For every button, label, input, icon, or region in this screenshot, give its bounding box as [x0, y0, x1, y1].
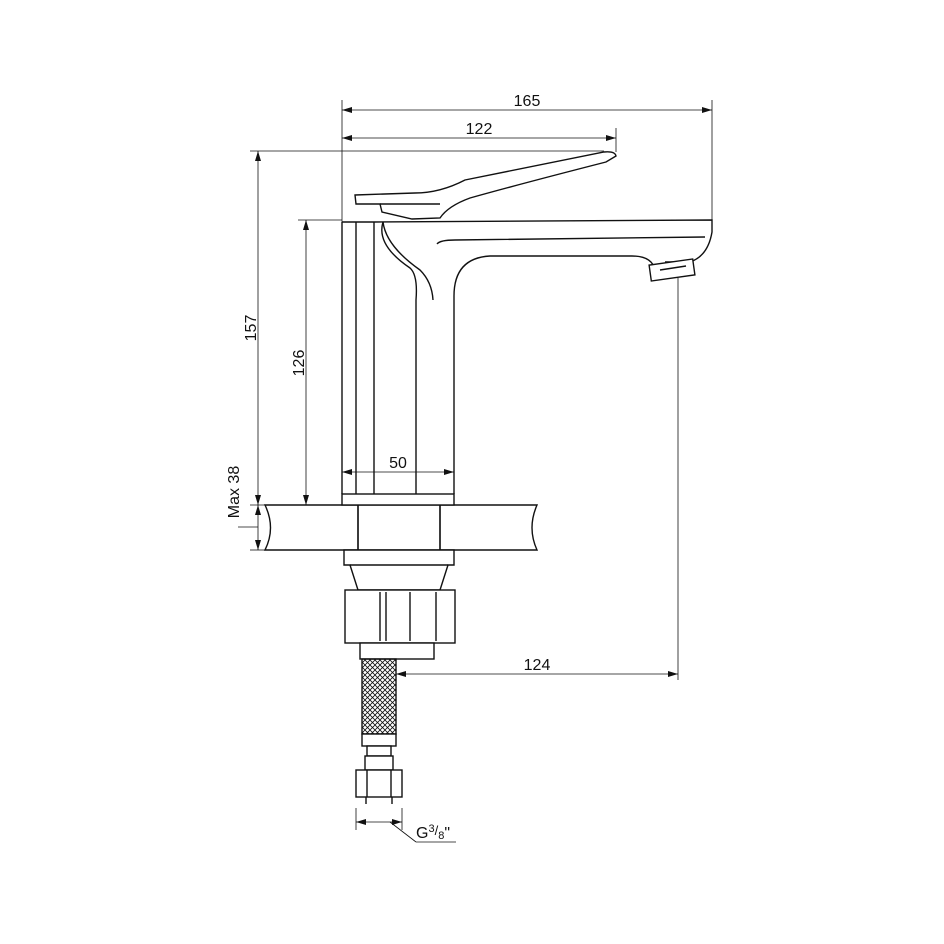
dimension-label-50: 50 — [389, 455, 407, 472]
mounting-hardware — [343, 549, 456, 804]
thread-fraction-numerator: 3 — [428, 823, 434, 835]
dimension-label-165: 165 — [514, 93, 541, 110]
dimension-max-thickness: Max 38 — [226, 466, 265, 551]
dimension-label-124: 124 — [524, 657, 551, 674]
countertop-section — [263, 504, 539, 551]
dimension-label-157: 157 — [243, 315, 260, 342]
lever-handle — [354, 151, 617, 220]
dimension-spout-reach: 124 — [395, 278, 679, 684]
dimension-handle-length: 122 — [342, 121, 617, 152]
dimension-base-diameter: 50 — [341, 455, 455, 494]
dimension-overall-length: 165 — [341, 93, 713, 222]
dimension-overall-height: 157 — [243, 150, 604, 506]
thread-label: G3/8" — [416, 823, 450, 842]
dimension-thread-size: G3/8" — [355, 808, 456, 843]
thread-inch-mark: " — [444, 825, 450, 842]
thread-fraction-slash: / — [435, 823, 439, 838]
faucet-body — [341, 219, 713, 506]
dimension-label-126: 126 — [291, 350, 308, 377]
dimension-spout-height: 126 — [291, 219, 342, 505]
dimension-label-122: 122 — [466, 121, 493, 138]
thread-fraction-denominator: 8 — [438, 830, 444, 842]
dimension-label-max-38: Max 38 — [226, 466, 243, 519]
thread-prefix: G — [416, 825, 428, 842]
